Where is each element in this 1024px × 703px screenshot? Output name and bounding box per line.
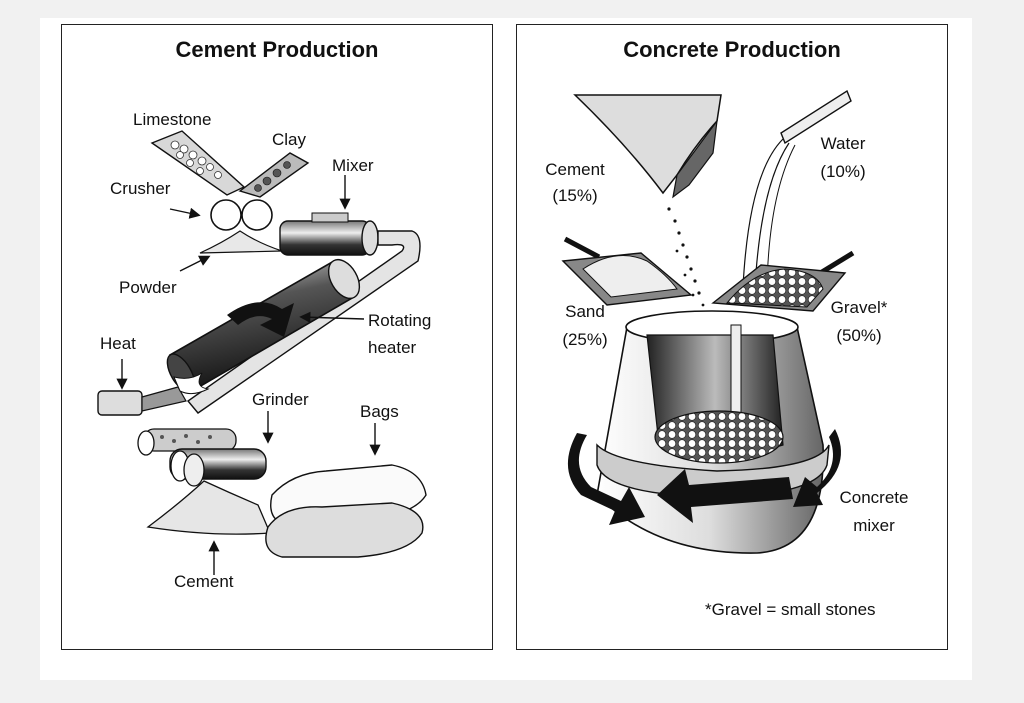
bags-label: Bags [360,402,399,421]
cement-pile [146,480,271,535]
cement-output-label: Cement [174,572,234,591]
cement-ingredient-label-line2: (15%) [552,186,598,205]
cement-panel-title: Cement Production [175,37,379,62]
cement-bags [265,464,427,558]
sand-label-line2: (25%) [562,330,608,349]
sand-label-line1: Sand [565,302,605,321]
concrete-process-illustration [561,89,855,554]
water-pipe [742,89,852,288]
grinder-rollers [137,428,267,487]
clay-hopper [238,152,310,198]
concrete-mixer-label-line1: Concrete [839,488,909,507]
rotating-heater-label-line1: Rotating [368,311,432,330]
gravel-shovel [711,250,855,312]
concrete-production-panel: Concrete Production [516,24,948,650]
powder-label: Powder [119,278,177,297]
grinder-label: Grinder [252,390,309,409]
heat-label: Heat [100,334,136,353]
water-label-line2: (10%) [820,162,866,181]
clay-label: Clay [272,130,307,149]
sand-shovel [561,236,693,306]
mixer-cylinder [279,212,379,256]
mixer-rotation-arrows-icon [567,429,841,525]
concrete-mixer-label-line2: mixer [853,516,895,535]
gravel-label-line1: Gravel* [830,298,888,317]
crusher-label: Crusher [110,179,171,198]
limestone-hopper [150,130,246,196]
cement-production-panel: Cement Production [61,24,493,650]
rotating-heater [166,258,361,393]
cement-ingredient-label-line1: Cement [545,160,605,179]
gravel-label-line2: (50%) [836,326,882,345]
limestone-label: Limestone [133,110,212,129]
water-label-line1: Water [820,134,866,153]
cement-hopper [573,94,722,307]
cement-process-illustration [97,130,427,575]
gravel-footnote: *Gravel = small stones [705,600,876,619]
rotation-arrow-icon [227,302,294,337]
pointer-arrows [116,175,381,575]
heat-burner [97,372,210,416]
rotating-heater-label-line2: heater [368,338,417,357]
powder-pile [199,230,283,254]
mixer-label: Mixer [332,156,374,175]
concrete-panel-title: Concrete Production [623,37,841,62]
crusher-rollers [210,199,273,231]
